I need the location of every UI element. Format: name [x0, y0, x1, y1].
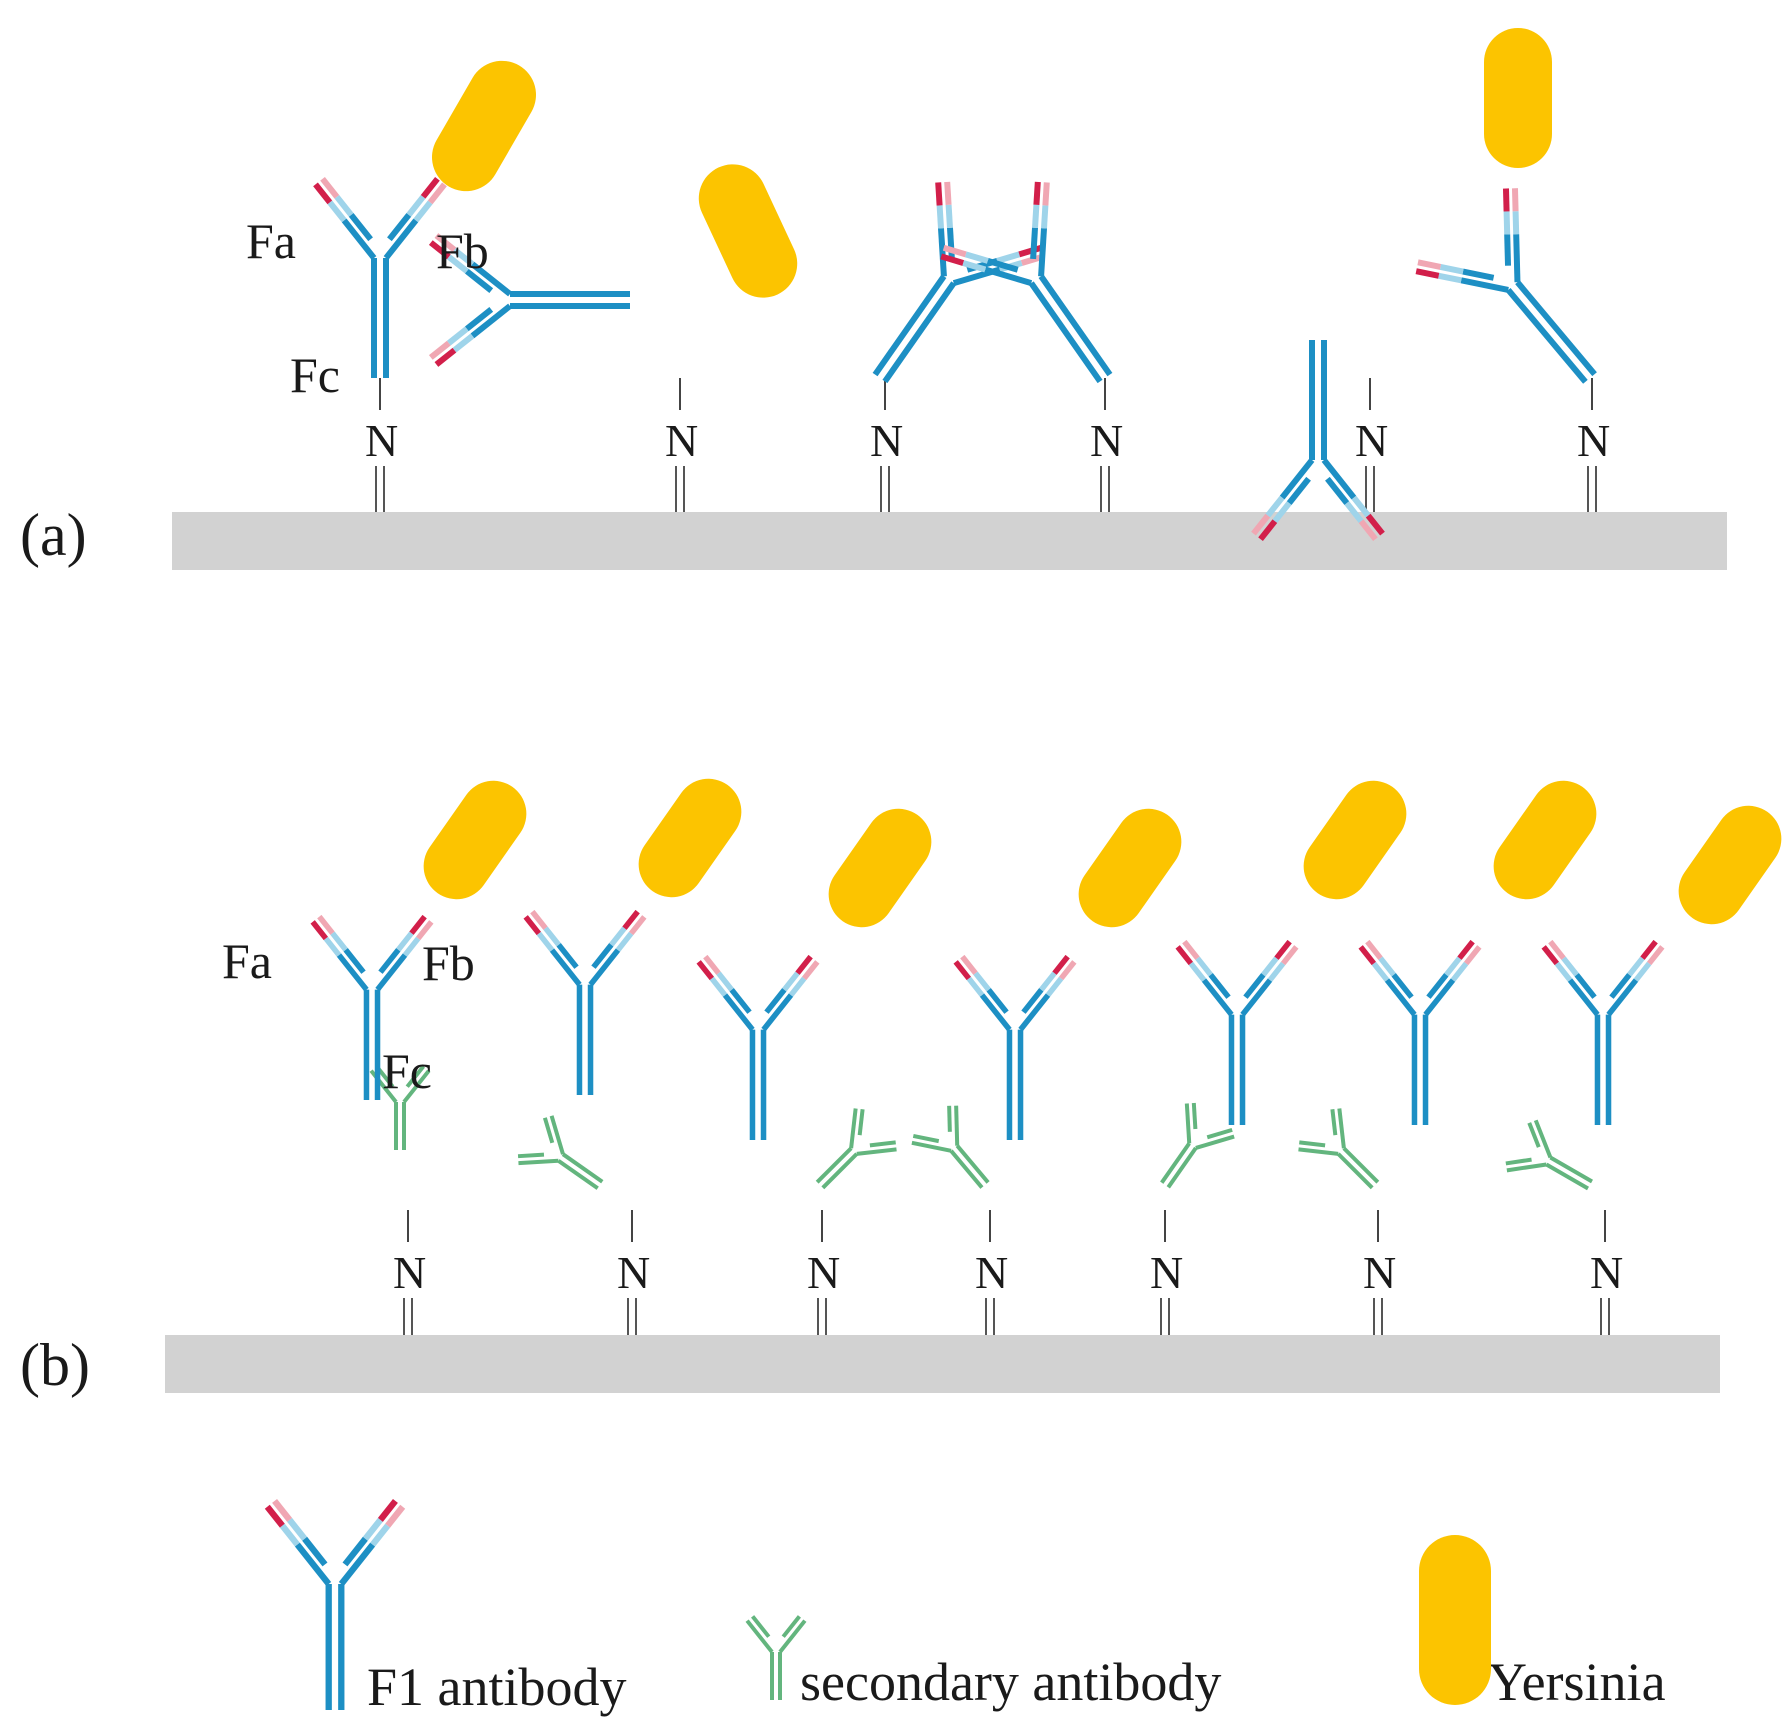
legend-yersinia-label: Yersinia — [1488, 1652, 1666, 1712]
f1-antibodies — [310, 176, 1665, 1140]
panel-a-fa-label: Fa — [246, 213, 296, 269]
panel-a-antibody-1 — [313, 176, 447, 378]
panel-b-antibody-3 — [696, 954, 820, 1140]
panel-a-linker-6: N — [1577, 378, 1610, 512]
panel-b-secondary-antibody-6 — [1298, 1108, 1380, 1190]
yersinia-bacteria — [423, 28, 1782, 928]
panel-b-fa-label: Fa — [222, 933, 272, 989]
linker-atom-label: N — [393, 1247, 426, 1298]
panel-b-label: (b) — [20, 1332, 90, 1398]
panel-b-linker-1: N — [393, 1210, 426, 1335]
panel-a-antibody-2 — [428, 233, 630, 367]
linker-atom-label: N — [975, 1247, 1008, 1298]
legend-f1-antibody-icon — [264, 1498, 406, 1710]
substrates — [165, 512, 1727, 1393]
panel-a-yersinia-2 — [698, 164, 798, 298]
legend — [264, 1498, 1491, 1710]
panel-b-antibody-1 — [310, 914, 434, 1100]
panel-b-secondary-antibody-7 — [1505, 1119, 1594, 1191]
panel-a-linker-5: N — [1355, 378, 1388, 512]
panel-a-yersinia-3 — [1484, 28, 1552, 168]
panel-a-linker-1: N — [365, 378, 398, 512]
linker-atom-label: N — [1150, 1247, 1183, 1298]
substrate-a — [172, 512, 1727, 570]
panel-b-yersinia-6 — [1493, 780, 1597, 900]
legend-secondary-antibody-icon — [745, 1615, 807, 1700]
panel-b-yersinia-1 — [423, 780, 527, 900]
linker-atom-label: N — [1090, 415, 1123, 466]
linker-atom-label: N — [617, 1247, 650, 1298]
linker-atom-label: N — [1363, 1247, 1396, 1298]
panel-a-antibody-6 — [1415, 188, 1597, 384]
linker-atom-label: N — [665, 415, 698, 466]
panel-a-label: (a) — [20, 502, 87, 568]
panel-a-antibody-5 — [1251, 340, 1385, 542]
panel-b-linker-7: N — [1590, 1210, 1623, 1335]
panel-b-linker-4: N — [975, 1210, 1008, 1335]
panel-b-antibody-7 — [1541, 939, 1665, 1125]
panel-b-secondary-antibody-3 — [815, 1108, 897, 1190]
panel-b-antibody-5 — [1175, 939, 1299, 1125]
secondary-antibodies — [369, 1065, 1594, 1191]
substrate-b — [165, 1335, 1720, 1393]
panel-b-antibody-6 — [1358, 939, 1482, 1125]
panel-b-fb-label: Fb — [422, 935, 475, 991]
panel-a-fc-label: Fc — [290, 347, 340, 403]
panel-b-secondary-antibody-4 — [911, 1105, 990, 1189]
panel-b-secondary-antibody-5 — [1160, 1102, 1235, 1189]
panel-a-linker-3: N — [870, 378, 903, 512]
panel-b-linker-3: N — [807, 1210, 840, 1335]
panel-a-fb-label: Fb — [436, 223, 489, 279]
panel-b-yersinia-3 — [828, 808, 932, 928]
panel-b-linker-6: N — [1363, 1210, 1396, 1335]
linker-atom-label: N — [870, 415, 903, 466]
panel-b-yersinia-2 — [638, 778, 742, 898]
panel-b-fc-label: Fc — [382, 1043, 432, 1099]
panel-a-linker-2: N — [665, 378, 698, 512]
linker-atom-label: N — [1577, 415, 1610, 466]
panel-b-linker-5: N — [1150, 1210, 1183, 1335]
legend-yersinia-icon — [1419, 1535, 1491, 1705]
linker-atom-label: N — [1355, 415, 1388, 466]
panel-a-antibody-4 — [940, 181, 1113, 384]
panel-b-linker-2: N — [617, 1210, 650, 1335]
linker-atom-label: N — [807, 1247, 840, 1298]
panel-a-yersinia-1 — [432, 60, 536, 192]
panel-b-yersinia-4 — [1078, 808, 1182, 928]
panel-b-yersinia-5 — [1303, 780, 1407, 900]
linker-atom-label: N — [365, 415, 398, 466]
panel-b-secondary-antibody-2 — [517, 1115, 604, 1190]
linker-atom-label: N — [1590, 1247, 1623, 1298]
panel-b-yersinia-7 — [1678, 805, 1782, 925]
panel-a-linker-4: N — [1090, 378, 1123, 512]
panel-b-antibody-4 — [953, 954, 1077, 1140]
legend-f1-antibody-label: F1 antibody — [367, 1657, 627, 1717]
linkers: N N N N N N N N N N N N N — [365, 378, 1623, 1335]
panel-b-antibody-2 — [523, 909, 647, 1095]
legend-secondary-antibody-label: secondary antibody — [800, 1652, 1221, 1712]
